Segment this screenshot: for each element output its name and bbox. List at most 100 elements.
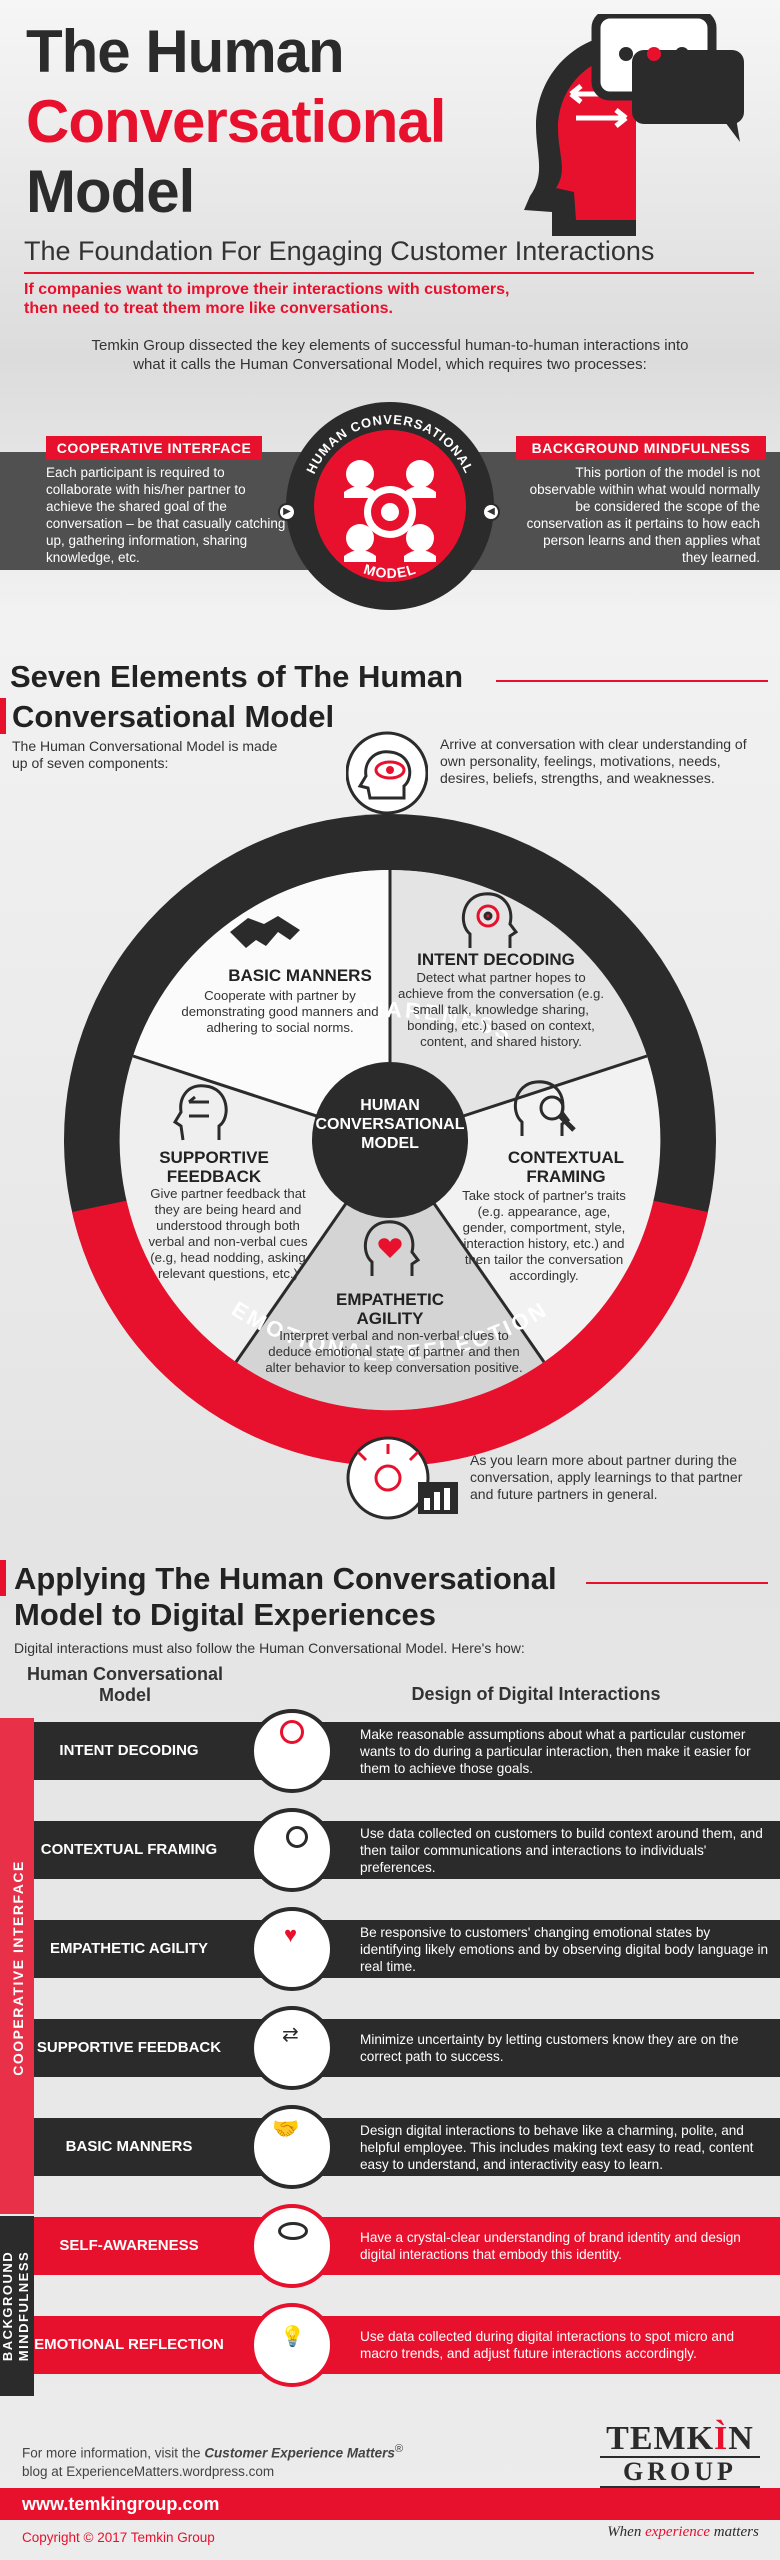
logo-figure-icon: Ì xyxy=(714,2420,729,2457)
digital-row-icon-circle xyxy=(250,2006,334,2090)
supportive-feedback-text: Give partner feedback that they are bein… xyxy=(148,1186,308,1281)
digital-row-icon-circle xyxy=(250,1808,334,1892)
heart-head-icon xyxy=(363,1220,421,1276)
digital-row-text: Be responsive to customers' changing emo… xyxy=(360,1924,769,1974)
handshake-icon: 🤝 xyxy=(272,2116,300,2141)
digital-row: INTENT DECODING Make reasonable assumptio… xyxy=(34,1709,780,1793)
tagline-suffix: matters xyxy=(710,2524,759,2540)
logo-text-n: N xyxy=(728,2420,754,2457)
digital-row-icon-circle xyxy=(250,2303,334,2387)
footer-note-suffix: blog at ExperienceMatters.wordpress.com xyxy=(22,2463,275,2479)
intent-decoding-text: Detect what partner hopes to achieve fro… xyxy=(398,970,604,1049)
digital-row-icon-circle xyxy=(250,1907,334,1991)
lead-text: If companies want to improve their inter… xyxy=(24,281,510,317)
footer-note: For more information, visit the Customer… xyxy=(22,2440,403,2481)
temkin-logo: TEMKÌN GROUP xyxy=(600,2422,760,2488)
tagline-accent: experience xyxy=(645,2524,711,2540)
eye-icon xyxy=(278,2222,308,2240)
blog-link[interactable]: Customer Experience Matters xyxy=(204,2445,395,2461)
digital-row-label: BASIC MANNERS xyxy=(65,2138,193,2155)
svg-text:MODEL: MODEL xyxy=(362,561,418,582)
digital-title-accent xyxy=(0,1560,6,1596)
magnifier-icon xyxy=(286,1826,308,1848)
tagline: When experience matters xyxy=(598,2524,768,2541)
digital-row-text: Use data collected on customers to build… xyxy=(360,1825,763,1875)
coop-side-label: COOPERATIVE INTERFACE xyxy=(10,1860,26,2076)
seven-title-rule xyxy=(496,680,768,682)
digital-row-label: EMPATHETIC AGILITY xyxy=(49,1940,209,1957)
digital-title-rule xyxy=(586,1582,768,1584)
digital-row-text: Make reasonable assumptions about what a… xyxy=(360,1726,751,1776)
title-line-2: Conversational xyxy=(26,88,446,155)
digital-row-icon-circle xyxy=(250,2204,334,2288)
digital-row-text: Design digital interactions to behave li… xyxy=(360,2122,754,2172)
cooperative-interface-text: Each participant is required to collabor… xyxy=(46,465,286,565)
heart-icon: ♥ xyxy=(284,1922,298,1947)
digital-row: EMOTIONAL REFLECTION Use data collected d… xyxy=(34,2303,780,2387)
copyright: Copyright © 2017 Temkin Group xyxy=(22,2530,215,2545)
handshake-icon xyxy=(230,916,300,948)
intent-decoding-title: INTENT DECODING xyxy=(417,950,575,969)
digital-row-text: Minimize uncertainty by letting customer… xyxy=(360,2032,739,2064)
empathetic-agility-text: Interpret verbal and non-verbal clues to… xyxy=(265,1328,523,1375)
footer-note-prefix: For more information, visit the xyxy=(22,2445,205,2461)
title-line-3: Model xyxy=(26,158,195,225)
digital-title-line-1: Applying The Human Conversational xyxy=(14,1561,557,1596)
digital-intro: Digital interactions must also follow th… xyxy=(14,1640,525,1656)
contextual-framing-title: CONTEXTUAL FRAMING xyxy=(507,1148,625,1186)
self-awareness-head-icon xyxy=(346,731,428,815)
arrows-icon: ⇄ xyxy=(282,2024,299,2046)
digital-row-label: EMOTIONAL REFLECTION xyxy=(34,2336,224,2353)
ring-bottom-label: MODEL xyxy=(362,561,417,582)
supportive-feedback-title: SUPPORTIVE FEEDBACK xyxy=(159,1148,269,1186)
title-line-1: The Human xyxy=(26,18,345,85)
logo-group: GROUP xyxy=(600,2456,760,2488)
digital-row-label: CONTEXTUAL FRAMING xyxy=(40,1841,218,1858)
model-ring-graphic: HUMAN CONVERSATIONAL MODEL xyxy=(286,402,494,610)
background-mindfulness-text: This portion of the model is not observa… xyxy=(526,465,760,565)
digital-row: BASIC MANNERS Design digital interactions… xyxy=(34,2105,780,2189)
tagline-prefix: When xyxy=(607,2524,646,2540)
subtitle-rule xyxy=(24,272,754,274)
logo-text: TEMK xyxy=(606,2420,715,2457)
self-awareness-text: Arrive at conversation with clear unders… xyxy=(440,736,747,786)
seven-elements-wheel: SELF-AWARENESS EMOTIONAL REFLECTION xyxy=(64,814,716,1467)
lightbulb-icon: 💡 xyxy=(280,2326,305,2348)
digital-row-label: SELF-AWARENESS xyxy=(59,2237,199,2254)
target-head-icon xyxy=(461,892,519,948)
basic-manners-title: BASIC MANNERS xyxy=(228,966,372,985)
triangle-left-icon: ◀ xyxy=(482,503,500,521)
col-header-right: Design of Digital Interactions xyxy=(411,1684,661,1704)
digital-row-label: SUPPORTIVE FEEDBACK xyxy=(36,2039,222,2056)
seven-title-line-1: Seven Elements of The Human xyxy=(10,659,464,694)
arrows-head-icon xyxy=(172,1084,228,1141)
footer-url[interactable]: www.temkingroup.com xyxy=(22,2494,220,2514)
emotional-reflection-text: As you learn more about partner during t… xyxy=(470,1452,743,1502)
contextual-framing-text: Take stock of partner's traits (e.g. app… xyxy=(462,1188,626,1283)
wheel-center-label: HUMAN CONVERSATIONAL MODEL xyxy=(315,1097,465,1152)
digital-row-text: Use data collected during digital intera… xyxy=(360,2329,735,2361)
subtitle: The Foundation For Engaging Customer Int… xyxy=(24,236,655,266)
digital-row: CONTEXTUAL FRAMING Use data collected on … xyxy=(34,1808,780,1892)
seven-intro: The Human Conversational Model is made u… xyxy=(12,738,278,771)
digital-row-text: Have a crystal-clear understanding of br… xyxy=(360,2230,741,2262)
coop-side-bar xyxy=(0,1718,34,2214)
digital-row-label: INTENT DECODING xyxy=(59,1742,199,1759)
registered-mark: ® xyxy=(394,2443,404,2455)
col-header-left: Human Conversational Model xyxy=(26,1664,224,1705)
emotional-reflection-icon xyxy=(346,1436,458,1520)
triangle-right-icon: ▶ xyxy=(278,503,296,521)
magnifier-head-icon xyxy=(513,1080,576,1136)
digital-title-line-2: Model to Digital Experiences xyxy=(14,1597,437,1632)
background-side-bar xyxy=(0,2216,34,2396)
head-chat-icon xyxy=(524,14,744,236)
empathetic-agility-title: EMPATHETIC AGILITY xyxy=(336,1290,444,1328)
seven-title-accent xyxy=(0,698,6,734)
basic-manners-text: Cooperate with partner by demonstrating … xyxy=(181,988,379,1035)
background-mindfulness-label: BACKGROUND MINDFULNESS xyxy=(516,436,766,460)
digital-row-icon-circle xyxy=(250,2105,334,2189)
seven-title-line-2: Conversational Model xyxy=(12,699,335,734)
target-icon xyxy=(280,1720,304,1744)
digital-row: SUPPORTIVE FEEDBACK Minimize uncertainty … xyxy=(34,2006,780,2090)
background-side-label: BACKGROUND MINDFULNESS xyxy=(0,2250,31,2362)
